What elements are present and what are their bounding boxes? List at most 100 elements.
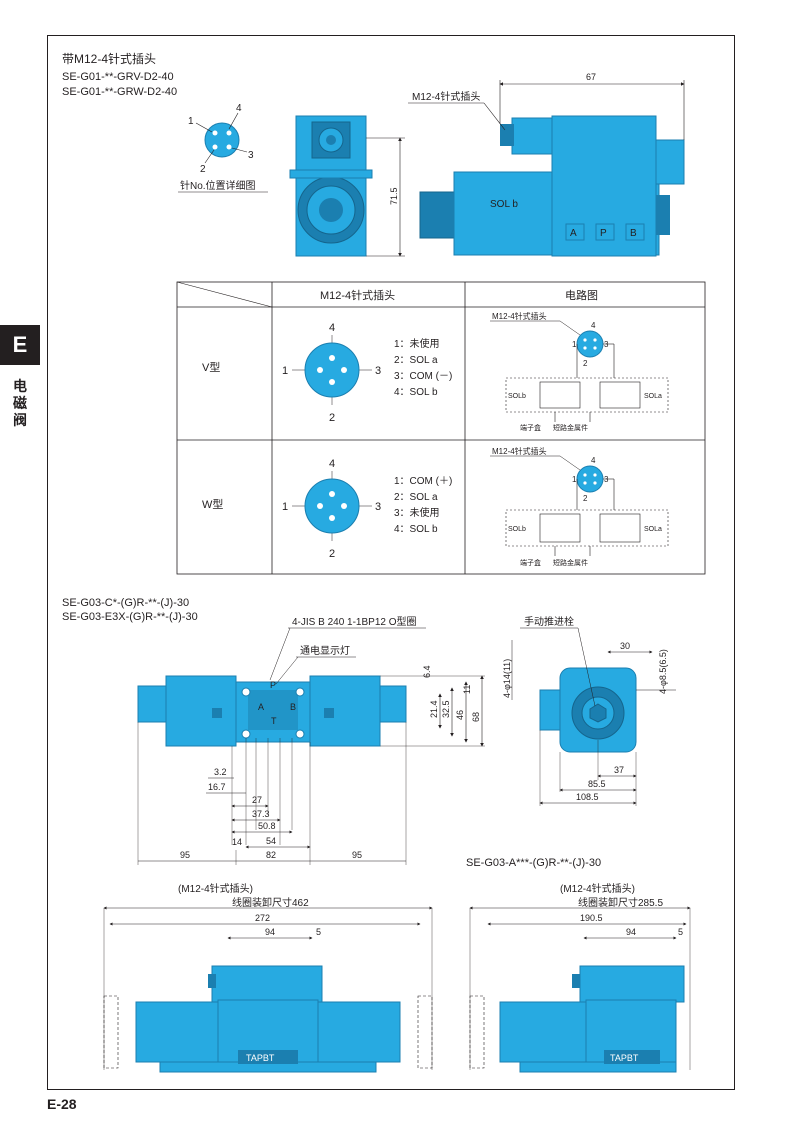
circuit-v-pin-2: 2 [583,359,588,368]
w-pin-desc-2: 2：SOL a [394,492,438,503]
circuit-v: M12-4针式插头 4 1 3 2 SOLb SOLa 端子盒 短路金属件 [490,311,669,432]
top-heading: 带M12-4针式插头 [62,52,157,66]
g03-dim-82: 82 [266,850,276,860]
section-side-label: 电 磁 阀 [12,378,28,429]
br-dim-5: 5 [678,927,683,937]
g03-port-b: B [290,702,296,712]
circuit-v-solb: SOLb [508,393,526,400]
front-view: 71.5 [289,115,405,257]
circuit-w-sola: SOLa [644,526,662,533]
pin-detail: 1 2 3 4 针No.位置详细图 [178,103,268,193]
v-pin-desc-2: 2：SOL a [394,355,438,366]
row-type-w: W型 [202,497,223,511]
section-tab: E [0,325,40,365]
circuit-w-shortbar: 短路金属件 [553,558,588,567]
v-pin-1: 1 [282,365,288,377]
pin-label-4: 4 [236,103,242,114]
top-model-2: SE-G01-**-GRW-D2-40 [62,86,178,98]
circuit-w: M12-4针式插头 4 1 3 2 SOLb SOLa 端子盒 短路金属件 [490,446,669,567]
circuit-w-solb: SOLb [508,526,526,533]
w-pin-desc-4: 4：SOL b [394,524,438,535]
side-char-3: 阀 [13,412,27,428]
br-connector: (M12-4针式插头) [560,882,635,895]
page-number: E-28 [47,1096,77,1112]
w-pin-desc-1: 1：COM (＋) [394,476,452,487]
dim-height: 71.5 [389,187,399,205]
pin-label-2: 2 [200,164,206,175]
circuit-v-connector: M12-4针式插头 [492,311,547,321]
circuit-v-sola: SOLa [644,393,662,400]
g03-model-2: SE-G03-E3X-(G)R-**-(J)-30 [62,611,198,623]
circuit-v-terminal: 端子盒 [520,423,541,432]
page-frame [47,35,735,1090]
g03-dim-6-4: 6.4 [422,665,432,678]
dim-85-5: 85.5 [588,779,606,789]
bl-nameplate: TAPBT [246,1053,275,1063]
port-a: A [570,228,577,239]
oring-label: 4-JIS B 240 1-1BP12 O型圈 [292,615,417,628]
g03-dim-46: 46 [455,710,465,720]
bl-dim-272: 272 [255,913,270,923]
bl-dim-5: 5 [316,927,321,937]
circuit-w-connector: M12-4针式插头 [492,446,547,456]
circuit-v-pin-3: 3 [604,340,609,349]
w-pin-1: 1 [282,501,288,513]
v-pin-desc-1: 1：未使用 [394,337,440,350]
circuit-w-pin-4: 4 [591,456,596,465]
w-pin-desc-3: 3：未使用 [394,506,440,519]
g03-dim-37-3: 37.3 [252,809,270,819]
right-model: SE-G03-A***-(G)R-**-(J)-30 [466,857,602,869]
w-pin-4: 4 [329,458,335,470]
v-pin-desc-4: 4：SOL b [394,387,438,398]
g03-port-a: A [258,702,264,712]
side-view: SOL b A P B 67 M12-4针式插头 [408,72,685,257]
circuit-w-pin-2: 2 [583,494,588,503]
br-nameplate: TAPBT [610,1053,639,1063]
bl-coil-clearance: 线圈装卸尺寸462 [232,896,309,909]
row-type-v: V型 [202,360,220,374]
g03-dim-68: 68 [471,712,481,722]
g03-dim-11: 11 [462,685,472,694]
port-b: B [630,228,637,239]
circuit-w-pin-3: 3 [604,475,609,484]
g03-port-t: T [271,716,277,726]
g03-dim-50-8: 50.8 [258,821,276,831]
dim-phi14: 4-φ14(11) [502,659,512,698]
g03-dim-14: 14 [232,837,242,847]
connector-v: 4 1 3 2 1：未使用 2：SOL a 3：COM (－) 4：SOL b [282,322,452,424]
g03-dim-21-4: 21.4 [429,700,439,718]
g03-side-view: 手动推进栓 4-φ14(11) 30 4-φ8.5(6.5) 37 85.5 1… [502,615,676,806]
pin-label-1: 1 [188,116,194,127]
col-header-connector: M12-4针式插头 [320,288,395,302]
bottom-right-view: (M12-4针式插头) 线圈装卸尺寸285.5 190.5 94 5 TAPBT [469,882,691,1073]
g03-dim-32-5: 32.5 [441,700,451,718]
dim-30: 30 [620,641,630,651]
sol-label: SOL b [490,199,518,210]
pin-detail-caption: 针No.位置详细图 [180,179,256,192]
br-coil-clearance: 线圈装卸尺寸285.5 [578,896,663,909]
v-pin-4: 4 [329,322,335,334]
top-model-1: SE-G01-**-GRV-D2-40 [62,71,174,83]
side-char-1: 电 [13,378,27,394]
manual-pin-label: 手动推进栓 [524,615,574,628]
port-p: P [600,228,607,239]
lamp-label: 通电显示灯 [300,644,350,657]
dim-phi8-5: 4-φ8.5(6.5) [658,649,668,694]
g03-dim-54: 54 [266,836,276,846]
g03-dim-95-left: 95 [180,850,190,860]
circuit-w-terminal: 端子盒 [520,558,541,567]
g03-model-1: SE-G03-C*-(G)R-**-(J)-30 [62,597,190,609]
bl-connector: (M12-4针式插头) [178,882,253,895]
dim-108-5: 108.5 [576,792,599,802]
bl-dim-94: 94 [265,927,275,937]
dim-37: 37 [614,765,624,775]
connector-callout: M12-4针式插头 [412,90,480,103]
v-pin-3: 3 [375,365,381,377]
br-dim-94: 94 [626,927,636,937]
circuit-w-pin-1: 1 [572,475,577,484]
dim-width: 67 [586,72,596,82]
pin-label-3: 3 [248,150,254,161]
connector-w: 4 1 3 2 1：COM (＋) 2：SOL a 3：未使用 4：SOL b [282,458,452,560]
col-header-circuit: 电路图 [565,289,598,302]
